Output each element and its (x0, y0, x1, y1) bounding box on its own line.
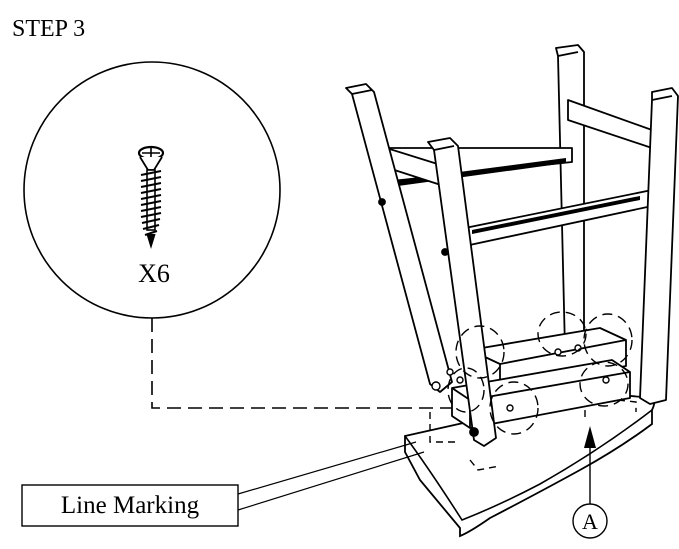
leg-back-left (345, 83, 453, 393)
part-a-callout: A (572, 426, 608, 539)
line-marking-label: Line Marking (61, 492, 200, 519)
base-board (404, 392, 656, 538)
part-a-label: A (582, 509, 598, 534)
stretcher-right-upper (464, 189, 653, 247)
leg-front-right (639, 87, 679, 405)
screw-icon (137, 145, 165, 250)
leg-front-left (427, 137, 497, 447)
line-marking-box (21, 484, 239, 527)
board-line-markings (429, 398, 637, 471)
quantity-label: X6 (138, 259, 170, 288)
line-marking-callout: Line Marking (21, 441, 425, 527)
step-title: STEP 3 (12, 16, 85, 42)
callout-leader (151, 318, 460, 409)
apron-front (451, 359, 631, 429)
screw-location-markers (447, 311, 633, 435)
part-a-circle (572, 503, 608, 539)
screw-callout: X6 (23, 61, 281, 319)
stool-frame (345, 44, 679, 447)
